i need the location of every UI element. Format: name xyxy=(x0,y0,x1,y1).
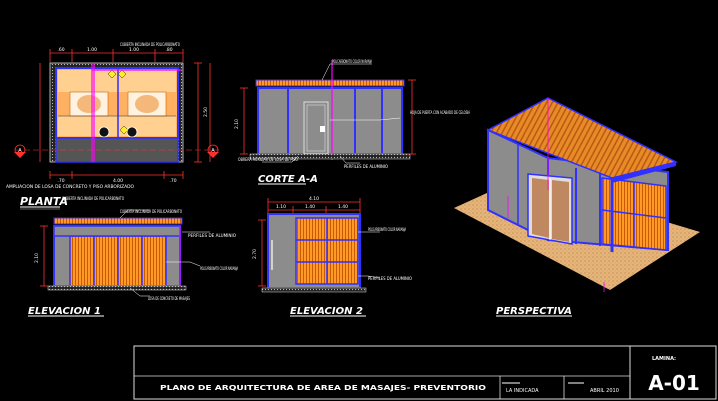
elev1-title: ELEVACION 1 xyxy=(28,306,101,317)
corte-dim-height: 2.10 xyxy=(234,119,240,129)
sheet-number: A-01 xyxy=(648,371,700,395)
dim-text: .80 xyxy=(165,47,172,53)
title-block: PLANO DE ARQUITECTURA DE AREA DE MASAJES… xyxy=(133,345,717,400)
corte-view: 2.10 POLICARBONATO COLOR NARANJA HOJA DE… xyxy=(234,59,470,185)
dim-text: .70 xyxy=(169,178,176,184)
corte-note-profile: PERFILES DE ALUMINIO xyxy=(344,164,388,169)
plan-title: PLANO DE ARQUITECTURA DE AREA DE MASAJES… xyxy=(160,384,486,392)
dim-text: 1.40 xyxy=(338,204,348,210)
dim-text: 2.50 xyxy=(203,107,209,117)
corte-door xyxy=(303,101,329,155)
cut-mark-label-left: A xyxy=(18,148,22,154)
perspectiva-title: PERSPECTIVA xyxy=(496,306,572,317)
elev1-dim-height: 2.10 xyxy=(34,253,40,263)
perspectiva-view: PERSPECTIVA xyxy=(454,97,700,317)
dim-text: .70 xyxy=(57,178,64,184)
cut-mark-label-right: A xyxy=(211,148,215,154)
elev2-title: ELEVACION 2 xyxy=(290,306,363,317)
corte-wall xyxy=(257,87,403,155)
sheet-caption: LAMINA: xyxy=(652,356,676,362)
elev2-dim-height: 2.70 xyxy=(252,249,258,259)
elevacion2-view: 4.10 1.10 1.40 1.40 2.70 POLICARBONATO C… xyxy=(252,196,412,317)
massage-tables xyxy=(69,91,167,117)
planta-stools xyxy=(98,126,138,138)
dim-text: 1.10 xyxy=(276,204,286,210)
planta-note-slab: AMPLIACION DE LOSA DE CONCRETO Y PISO AR… xyxy=(6,184,134,189)
elev2-note-panel: POLICARBONATO COLOR NARANJA xyxy=(368,227,406,232)
corte-title: CORTE A-A xyxy=(258,174,318,185)
planta-dim-texts: .60 1.00 1.00 .80 .70 4.00 .70 2.50 xyxy=(57,47,209,184)
elevacion1-view: 2.10 CUBIERTA INCLINADA DE POLICARBONATO… xyxy=(28,209,238,317)
dim-text: 1.40 xyxy=(305,204,315,210)
corte-roof xyxy=(255,79,405,87)
elev1-note-roof: CUBIERTA INCLINADA DE POLICARBONATO xyxy=(120,209,182,214)
elev1-note-panel: POLICARBONATO COLOR NARANJA xyxy=(200,266,238,271)
corte-note-door: HOJA DE PUERTA CON ACABADO DE CELOSIA xyxy=(410,110,470,115)
planta-yellow-marks xyxy=(107,69,129,135)
elev1-note-profile: PERFILES DE ALUMINIO xyxy=(188,233,236,238)
elev1-note-base: LOSA DE CONCRETO DE MASAJES xyxy=(148,296,190,301)
planta-view: .60 1.00 1.00 .80 .70 4.00 .70 2.50 xyxy=(6,42,220,210)
dim-text: 1.00 xyxy=(87,47,97,53)
elev2-note-profile: PERFILES DE ALUMINIO xyxy=(368,276,412,281)
corte-note-slab: OBRERA AUXILIAR DE LOSA DE PISO xyxy=(238,157,298,162)
dim-text: 4.00 xyxy=(113,178,123,184)
planta-sub-note: CUBIERTA INCLINADA DE POLICARBONATO xyxy=(62,196,124,201)
scale-label: LA INDICADA xyxy=(506,388,539,394)
planta-cut-marks: A A xyxy=(14,144,220,158)
planta-dimensions xyxy=(39,49,211,179)
planta-magenta-lines xyxy=(91,63,182,162)
planta-title: PLANTA xyxy=(20,195,68,208)
corte-note-roof: POLICARBONATO COLOR NARANJA xyxy=(332,59,372,64)
date-label: ABRIL 2010 xyxy=(590,388,619,394)
elev1-roof xyxy=(53,217,183,225)
elev2-dim-overall: 4.10 xyxy=(309,196,319,202)
dim-text: 1.00 xyxy=(129,47,139,53)
dim-text: .60 xyxy=(57,47,64,53)
planta-note-roof: CUBIERTA INCLINADA DE POLICARBONATO xyxy=(120,42,180,47)
